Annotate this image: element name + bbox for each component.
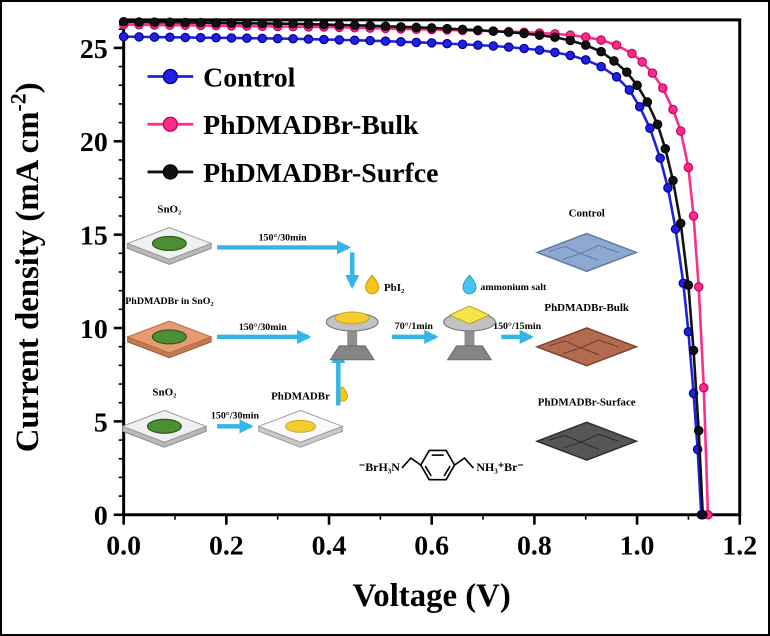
phdmadbr-plate: PhDMADBr: [257, 385, 348, 448]
molecule-left-bond: [401, 457, 422, 469]
legend-marker-dot: [162, 164, 179, 180]
phdmadbr-label: PhDMADBr: [271, 390, 330, 402]
y-tick-label: 20: [80, 127, 108, 158]
x-axis-label: Voltage (V): [353, 578, 511, 614]
phdmadbr-plate-film: [285, 419, 316, 433]
x-tick-label: 0.0: [106, 531, 141, 562]
substrate-2: PhDMADBr in SnO₂: [125, 296, 214, 359]
ammonium-label: ammonium salt: [480, 282, 547, 293]
fabrication-process-inset: SnO₂ PhDMADBr in SnO₂ SnO₂ PhDMADBr: [121, 204, 639, 481]
substrate-3: SnO₂: [121, 387, 208, 448]
x-tick-label: 0.6: [414, 531, 449, 562]
series-Control: [118, 31, 707, 520]
legend-marker-dot: [162, 68, 179, 85]
arrow2-label: 150°/30min: [239, 322, 288, 333]
substrate1-film: [151, 235, 187, 252]
film2-label: PhDMADBr-Bulk: [544, 302, 629, 314]
substrate2-film: [151, 329, 187, 345]
spin-coater-1-base: [329, 345, 375, 361]
y-axis-label: Current density (mA cm-2): [6, 82, 46, 452]
x-tick-label: 0.8: [517, 531, 552, 562]
x-tick-label: 1.0: [620, 531, 655, 562]
legend-marker-dot: [162, 116, 179, 132]
spin-coater-1-stem: [347, 325, 358, 348]
y-axis-label-close: ): [10, 82, 46, 93]
y-tick-label: 25: [80, 34, 108, 65]
molecule-right-label: NH₃⁺Br⁻: [476, 460, 523, 474]
film1-label: Control: [569, 208, 605, 220]
benzene-double-bond-2: [424, 465, 432, 477]
arrow1-label: 150°/30min: [259, 232, 308, 243]
substrate3-label: SnO₂: [152, 387, 176, 399]
x-tick-label: 1.2: [722, 531, 757, 562]
film3-texture2: [562, 441, 599, 450]
spin-coater-2: [443, 305, 496, 361]
substrate-1: SnO₂: [126, 204, 213, 265]
x-tick-label: 0.4: [312, 531, 347, 562]
y-tick-label: 5: [94, 407, 108, 438]
series-PhDMADBr-Surfce: [118, 17, 708, 520]
spin-coater-1: [325, 311, 379, 361]
spin-coater-1-sample: [334, 311, 370, 325]
film1-texture2: [562, 252, 599, 261]
y-axis-label-main: Current density (mA cm: [10, 111, 46, 452]
legend-item-1: Control: [147, 62, 296, 93]
molecule-structure: ⁻BrH₃N NH₃⁺Br⁻: [359, 449, 524, 481]
legend-label: Control: [203, 62, 295, 93]
arrow4-label: 70°/1min: [395, 321, 434, 332]
substrate1-label: SnO₂: [157, 204, 181, 216]
legend-item-2: PhDMADBr-Bulk: [147, 110, 419, 141]
benzene-ring: [419, 449, 456, 481]
film1-control: [534, 232, 639, 273]
y-tick-label: 15: [80, 221, 108, 252]
y-axis-label-superscript: -2: [6, 93, 30, 111]
plot-frame: [122, 18, 742, 517]
pbi2-label: PbI₂: [384, 282, 404, 294]
legend-item-3: PhDMADBr-Surfce: [147, 158, 438, 189]
benzene-double-bond-3: [443, 465, 451, 477]
result-films: Control PhDMADBr-Bulk PhDMADBr-Surface: [534, 208, 639, 461]
spin-coater-2-stem: [464, 325, 475, 348]
molecule-left-label: ⁻BrH₃N: [359, 460, 400, 474]
spin-coater-2-sample: [448, 305, 491, 325]
molecule-right-bond: [454, 457, 475, 469]
pbi2-droplet-icon: [365, 274, 380, 295]
legend-label: PhDMADBr-Surfce: [203, 158, 438, 189]
spin-coater-2-base: [446, 345, 493, 361]
legend-label: PhDMADBr-Bulk: [203, 110, 419, 141]
axis-ticks: 0.0 0.2 0.4 0.6 0.8 1.0 1.2 0 5 10 15 20 25: [80, 28, 757, 562]
substrate2-label: PhDMADBr in SnO₂: [125, 296, 213, 307]
arrow5-label: 150°/15min: [493, 321, 542, 332]
y-tick-label: 10: [80, 314, 108, 345]
film2-bulk: [534, 327, 639, 367]
film3-surface: [534, 421, 639, 461]
film2-texture2: [562, 347, 599, 356]
ammonium-droplet-icon: [462, 274, 477, 295]
y-tick-label: 0: [94, 501, 108, 532]
film3-label: PhDMADBr-Surface: [538, 396, 636, 408]
arrow3-label: 150°/30min: [211, 410, 260, 421]
x-tick-label: 0.2: [209, 531, 244, 562]
process-arrows: [217, 240, 534, 434]
substrate3-film: [146, 418, 182, 434]
